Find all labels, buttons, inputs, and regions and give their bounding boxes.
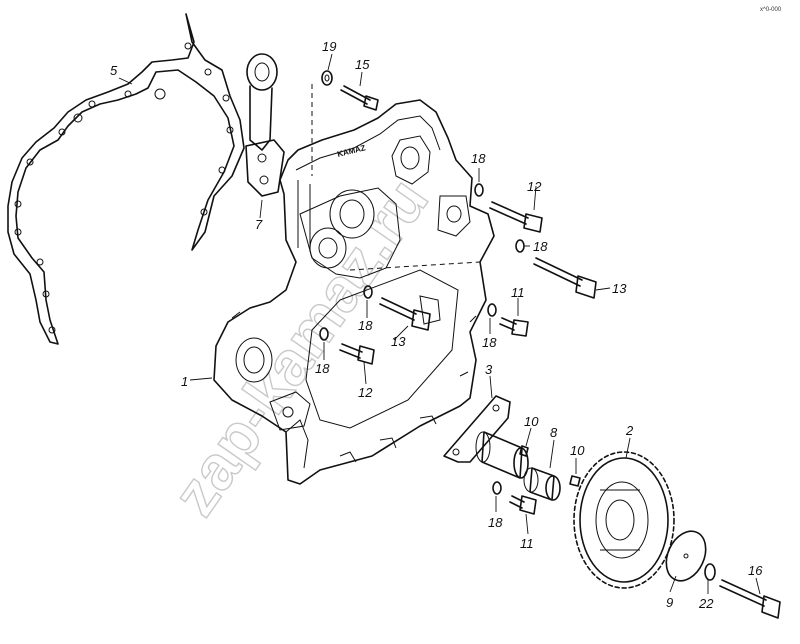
gasket-part-5 bbox=[7, 13, 245, 345]
callout-11-a: 11 bbox=[511, 285, 525, 300]
callout-18-e: 18 bbox=[315, 361, 330, 376]
cover-logo: KAMAZ bbox=[336, 143, 366, 159]
callout-10-a: 10 bbox=[524, 414, 539, 429]
washer-part-18-c bbox=[363, 285, 373, 299]
idler-gear-part-2 bbox=[573, 451, 675, 589]
bolt-part-13-b bbox=[379, 297, 431, 331]
callout-19: 19 bbox=[322, 39, 336, 54]
callout-18-c: 18 bbox=[358, 318, 373, 333]
callout-16: 16 bbox=[748, 563, 763, 578]
callout-8: 8 bbox=[550, 425, 558, 440]
bolt-part-12-a bbox=[489, 201, 543, 233]
washer-part-18-e bbox=[319, 327, 329, 341]
bushing-part-8 bbox=[523, 467, 561, 501]
pin-part-10-a bbox=[519, 445, 529, 457]
bolt-part-15 bbox=[340, 85, 379, 111]
callout-7: 7 bbox=[255, 217, 263, 232]
callout-18-d: 18 bbox=[482, 335, 497, 350]
bolt-part-11-a bbox=[499, 317, 529, 337]
washer-part-19 bbox=[321, 70, 333, 86]
callout-11-b: 11 bbox=[520, 536, 534, 551]
washer-part-18-a bbox=[474, 183, 484, 197]
callout-5: 5 bbox=[110, 63, 118, 78]
bracket-part-7 bbox=[245, 53, 285, 197]
bolt-part-16 bbox=[719, 579, 781, 619]
callout-1: 1 bbox=[181, 374, 188, 389]
callout-3: 3 bbox=[485, 362, 493, 377]
washer-part-18-f bbox=[492, 481, 502, 495]
bolt-part-12-b bbox=[339, 343, 375, 365]
callout-10-b: 10 bbox=[570, 443, 585, 458]
pin-part-10-b bbox=[569, 475, 581, 487]
callout-12-b: 12 bbox=[358, 385, 373, 400]
callout-15: 15 bbox=[355, 57, 370, 72]
callout-18-a: 18 bbox=[471, 151, 486, 166]
callout-labels: 5 19 15 7 18 12 18 13 11 18 18 13 1 18 1… bbox=[110, 39, 763, 611]
callout-22: 22 bbox=[698, 596, 714, 611]
callout-2: 2 bbox=[625, 423, 634, 438]
callout-9: 9 bbox=[666, 595, 673, 610]
axle-bracket-part-3 bbox=[443, 395, 529, 479]
washer-part-18-d bbox=[487, 303, 497, 317]
callout-13-a: 13 bbox=[612, 281, 627, 296]
washer-part-18-b bbox=[515, 239, 525, 253]
callout-18-b: 18 bbox=[533, 239, 548, 254]
leader-lines bbox=[118, 53, 761, 595]
corner-code: x^0-000 bbox=[760, 7, 782, 13]
lock-plate-part-22 bbox=[704, 563, 716, 581]
bolt-part-11-b bbox=[509, 495, 537, 515]
callout-18-f: 18 bbox=[488, 515, 503, 530]
bolt-part-13-a bbox=[533, 257, 597, 299]
callout-12-a: 12 bbox=[527, 179, 542, 194]
callout-13-b: 13 bbox=[391, 334, 406, 349]
